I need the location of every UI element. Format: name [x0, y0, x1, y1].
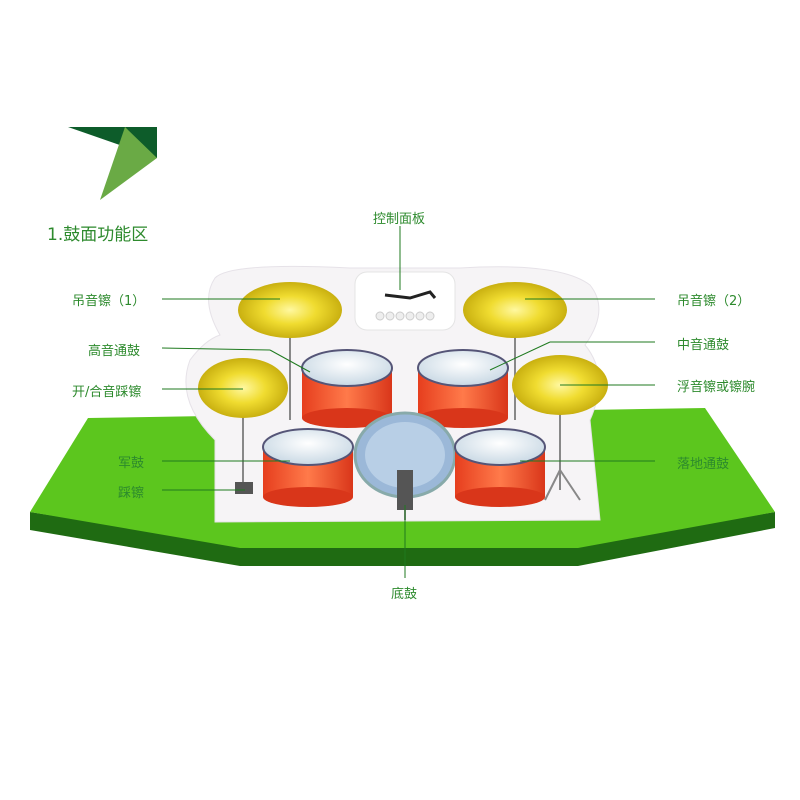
label-bass-drum: 底鼓 — [391, 587, 418, 602]
label-hihat: 开/合音踩镲 — [72, 385, 142, 400]
hihat-pedal — [235, 482, 253, 494]
label-high-tom: 高音通鼓 — [88, 344, 141, 359]
control-panel — [354, 271, 456, 331]
label-mid-tom: 中音通鼓 — [677, 338, 730, 353]
label-crash1: 吊音镲（1） — [72, 294, 146, 309]
label-floor-tom: 落地通鼓 — [677, 457, 730, 472]
mid-tom — [417, 349, 509, 428]
snare-drum — [262, 428, 354, 507]
label-control-panel: 控制面板 — [373, 212, 426, 227]
label-ride: 浮音镲或镲腕 — [677, 380, 756, 395]
bass-pedal — [397, 470, 413, 510]
label-snare: 军鼓 — [118, 456, 145, 471]
label-crash2: 吊音镲（2） — [677, 294, 751, 309]
floor-tom — [454, 428, 546, 507]
logo-light-triangle — [100, 127, 157, 200]
section-title: 1.鼓面功能区 — [47, 225, 149, 245]
crash-cymbal-2 — [463, 282, 567, 338]
crash-cymbal-1 — [238, 282, 342, 338]
hihat-cymbal — [198, 358, 288, 418]
platform-edge — [30, 512, 775, 566]
label-hihat-pedal: 踩镲 — [118, 486, 145, 501]
high-tom — [301, 349, 393, 428]
